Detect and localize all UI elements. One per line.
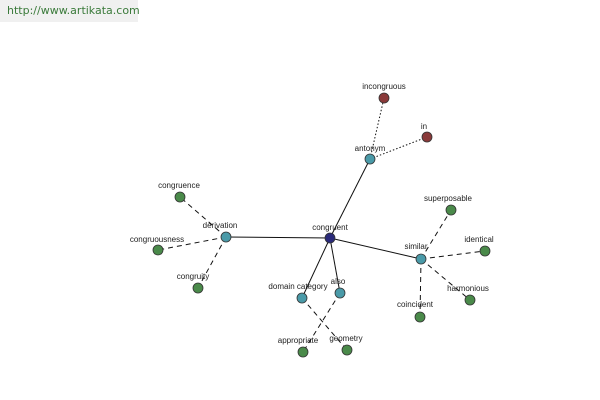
- edge-similar-to-harmonious: [420, 258, 471, 301]
- edge-congruent-to-antonym: [329, 158, 371, 239]
- node-also[interactable]: also: [331, 277, 346, 299]
- node-marker-antonym[interactable]: [364, 153, 376, 165]
- node-marker-congruity[interactable]: [192, 282, 204, 294]
- node-label-superposable: superposable: [424, 194, 473, 203]
- node-label-domain-category: domain category: [268, 282, 327, 291]
- node-marker-identical[interactable]: [479, 245, 491, 257]
- edge-congruent-to-domain-category: [301, 237, 331, 299]
- node-marker-congruent[interactable]: [324, 232, 336, 244]
- edge-derivation-to-congruousness: [157, 236, 227, 251]
- node-congruence[interactable]: congruence: [158, 181, 200, 203]
- node-label-appropriate: appropriate: [278, 336, 319, 345]
- edge-similar-to-superposable: [420, 209, 452, 260]
- node-marker-coincident[interactable]: [414, 311, 426, 323]
- node-label-congruity: congruity: [177, 272, 209, 281]
- node-geometry[interactable]: geometry: [329, 334, 363, 356]
- edge-similar-to-identical: [420, 250, 486, 260]
- node-marker-incongruous[interactable]: [378, 92, 390, 104]
- node-marker-derivation[interactable]: [220, 231, 232, 243]
- node-congruent[interactable]: congruent: [312, 223, 349, 244]
- node-marker-congruence[interactable]: [174, 191, 186, 203]
- node-label-incongruous: incongruous: [362, 82, 406, 91]
- node-marker-congruousness[interactable]: [152, 244, 164, 256]
- node-marker-also[interactable]: [334, 287, 346, 299]
- node-label-also: also: [331, 277, 346, 286]
- node-label-antonym: antonym: [355, 144, 386, 153]
- node-label-geometry: geometry: [329, 334, 362, 343]
- node-coincident[interactable]: coincident: [397, 300, 434, 323]
- node-label-congruousness: congruousness: [130, 235, 184, 244]
- node-marker-geometry[interactable]: [341, 344, 353, 356]
- node-marker-domain-category[interactable]: [296, 292, 308, 304]
- node-label-in: in: [421, 122, 427, 131]
- node-label-coincident: coincident: [397, 300, 434, 309]
- node-domain-category[interactable]: domain category: [268, 282, 328, 304]
- edge-domain-category-to-geometry: [301, 297, 348, 351]
- node-marker-harmonious[interactable]: [464, 294, 476, 306]
- node-label-identical: identical: [464, 235, 494, 244]
- node-incongruous[interactable]: incongruous: [362, 82, 406, 104]
- node-appropriate[interactable]: appropriate: [278, 336, 319, 358]
- edges-layer: [157, 97, 486, 353]
- node-marker-superposable[interactable]: [445, 204, 457, 216]
- edge-also-to-appropriate: [302, 292, 341, 353]
- edge-derivation-to-congruence: [179, 196, 227, 238]
- edge-congruent-to-also: [329, 237, 341, 294]
- edge-congruent-to-similar: [329, 237, 422, 260]
- nodes-layer: congruent antonym incongruous in derivation c…: [130, 82, 494, 358]
- node-label-congruence: congruence: [158, 181, 200, 190]
- node-superposable[interactable]: superposable: [424, 194, 473, 216]
- source-url-banner[interactable]: http://www.artikata.com: [0, 0, 140, 22]
- edge-similar-to-coincident: [419, 258, 422, 318]
- node-marker-similar[interactable]: [415, 253, 427, 265]
- node-congruousness[interactable]: congruousness: [130, 235, 184, 256]
- node-harmonious[interactable]: harmonious: [447, 284, 489, 306]
- node-label-congruent: congruent: [312, 223, 348, 232]
- node-identical[interactable]: identical: [464, 235, 494, 257]
- node-label-harmonious: harmonious: [447, 284, 489, 293]
- node-derivation[interactable]: derivation: [203, 221, 238, 243]
- node-antonym[interactable]: antonym: [355, 144, 386, 165]
- edge-derivation-to-congruity: [197, 236, 227, 289]
- node-similar[interactable]: similar: [404, 242, 428, 265]
- node-marker-in[interactable]: [421, 131, 433, 143]
- node-marker-appropriate[interactable]: [297, 346, 309, 358]
- node-label-similar: similar: [404, 242, 427, 251]
- node-label-derivation: derivation: [203, 221, 238, 230]
- node-congruity[interactable]: congruity: [177, 272, 209, 294]
- edge-congruent-to-derivation: [225, 236, 331, 239]
- node-in[interactable]: in: [421, 122, 433, 143]
